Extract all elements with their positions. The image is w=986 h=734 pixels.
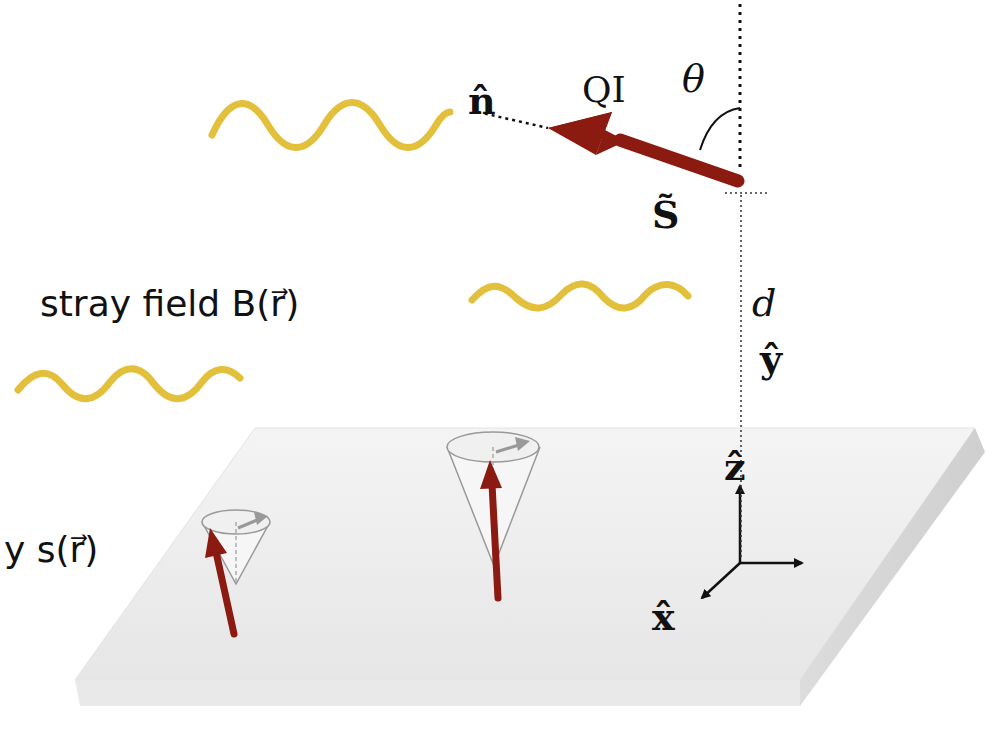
axis-label: ŷ xyxy=(760,340,782,378)
spin-label: S̃ xyxy=(652,196,679,234)
qubit-spin-arrow xyxy=(548,112,738,181)
axis-label: x̂ xyxy=(652,598,675,636)
spin-cone xyxy=(447,432,540,598)
qubit-label: QI xyxy=(582,72,626,108)
field-label: stray field B(r⃗) xyxy=(40,286,299,322)
stray-field-wave xyxy=(18,103,688,399)
reference-axis xyxy=(739,4,742,172)
unit-vector-label: n̂ xyxy=(468,82,496,120)
angle-label: θ xyxy=(682,60,705,98)
distance-label: d xyxy=(752,284,776,322)
coordinate-axes xyxy=(702,486,802,598)
axis-label: ẑ xyxy=(724,448,746,486)
spin-cone xyxy=(202,510,270,634)
angle-arc xyxy=(700,108,740,150)
density-label: y s(r⃗) xyxy=(4,532,98,568)
material-slab xyxy=(75,428,985,706)
